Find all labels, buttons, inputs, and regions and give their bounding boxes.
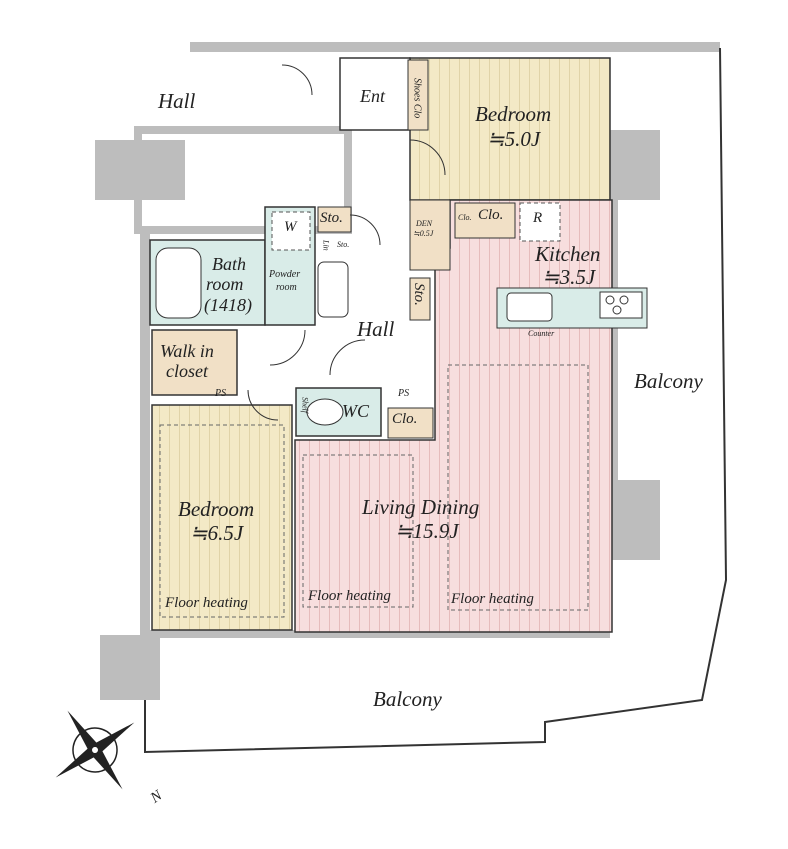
den-label: DEN: [416, 219, 432, 228]
floor-heating-areas: [159, 364, 589, 618]
floor-heating-label-3: Floor heating: [451, 591, 534, 607]
living-dining-size: ≒15.9J: [395, 519, 459, 543]
powder-room-label-1: Powder: [269, 269, 301, 280]
compass-icon: [55, 710, 135, 790]
den-floor: [409, 199, 451, 271]
wc-label: WC: [342, 401, 369, 421]
washer-label: W: [284, 219, 297, 235]
counter-label: Counter: [528, 329, 555, 338]
closet-top: [454, 202, 516, 239]
bedroom-left-label: Bedroom: [178, 497, 255, 521]
linen-label: Lin: [321, 240, 331, 251]
closet-small-label: Clo.: [458, 213, 472, 222]
walls: [95, 42, 720, 700]
kitchen-size: ≒3.5J: [542, 265, 596, 289]
toilet-icon: [306, 398, 344, 426]
shelf-label: Shelf: [300, 397, 310, 413]
bathroom-label-2: room: [206, 274, 244, 294]
floor-heating-label-2: Floor heating: [308, 588, 391, 604]
door-swings: [247, 64, 446, 421]
shoes-closet: [407, 59, 429, 131]
walk-in-closet-label-2: closet: [166, 361, 208, 381]
closet-label-2: Clo.: [392, 411, 418, 427]
walk-in-closet-floor: [151, 329, 238, 396]
balcony-outline: [144, 47, 728, 754]
den-size: ≒0.5J: [413, 229, 434, 238]
washer-space: [271, 211, 311, 251]
kitchen-label: Kitchen: [535, 242, 601, 266]
closet-label-1: Clo.: [478, 207, 504, 223]
powder-room-label-2: room: [276, 282, 297, 293]
bedroom-left-size: ≒6.5J: [190, 521, 244, 545]
fridge-space: [519, 202, 561, 242]
sink-icon: [506, 292, 553, 322]
ent-label: Ent: [360, 86, 385, 106]
storage-label-2: Sto.: [337, 240, 350, 249]
living-dining-label: Living Dining: [362, 495, 480, 519]
bedroom-top-label: Bedroom: [475, 102, 552, 126]
bathroom-label-3: (1418): [204, 295, 252, 315]
bedroom-left-floor: [151, 404, 293, 631]
floor-heating-label-1: Floor heating: [165, 595, 248, 611]
fridge-label: R: [533, 210, 543, 226]
storage-1: [317, 206, 352, 233]
balcony-right-label: Balcony: [634, 369, 703, 393]
bedroom-top-size: ≒5.0J: [487, 127, 541, 151]
storage-3: [409, 277, 431, 321]
balcony-bottom-label: Balcony: [373, 687, 442, 711]
bathroom-label-1: Bath: [212, 254, 246, 274]
closet-wc: [387, 407, 434, 439]
storage-label-1: Sto.: [320, 210, 343, 226]
stove-icon: [599, 291, 643, 319]
hall-mid-label: Hall: [357, 317, 395, 341]
walk-in-closet-label-1: Walk in: [160, 341, 214, 361]
bathtub-icon: [155, 247, 202, 319]
hall-top-label: Hall: [158, 89, 196, 113]
pipe-space-label-1: PS: [215, 388, 227, 399]
bedroom-top-floor: [409, 57, 611, 201]
washbasin-icon: [317, 261, 349, 318]
shoes-clo-label: Shoes Clo: [411, 78, 423, 119]
pipe-space-label-2: PS: [398, 388, 410, 399]
storage-label-3: Sto.: [410, 283, 427, 306]
